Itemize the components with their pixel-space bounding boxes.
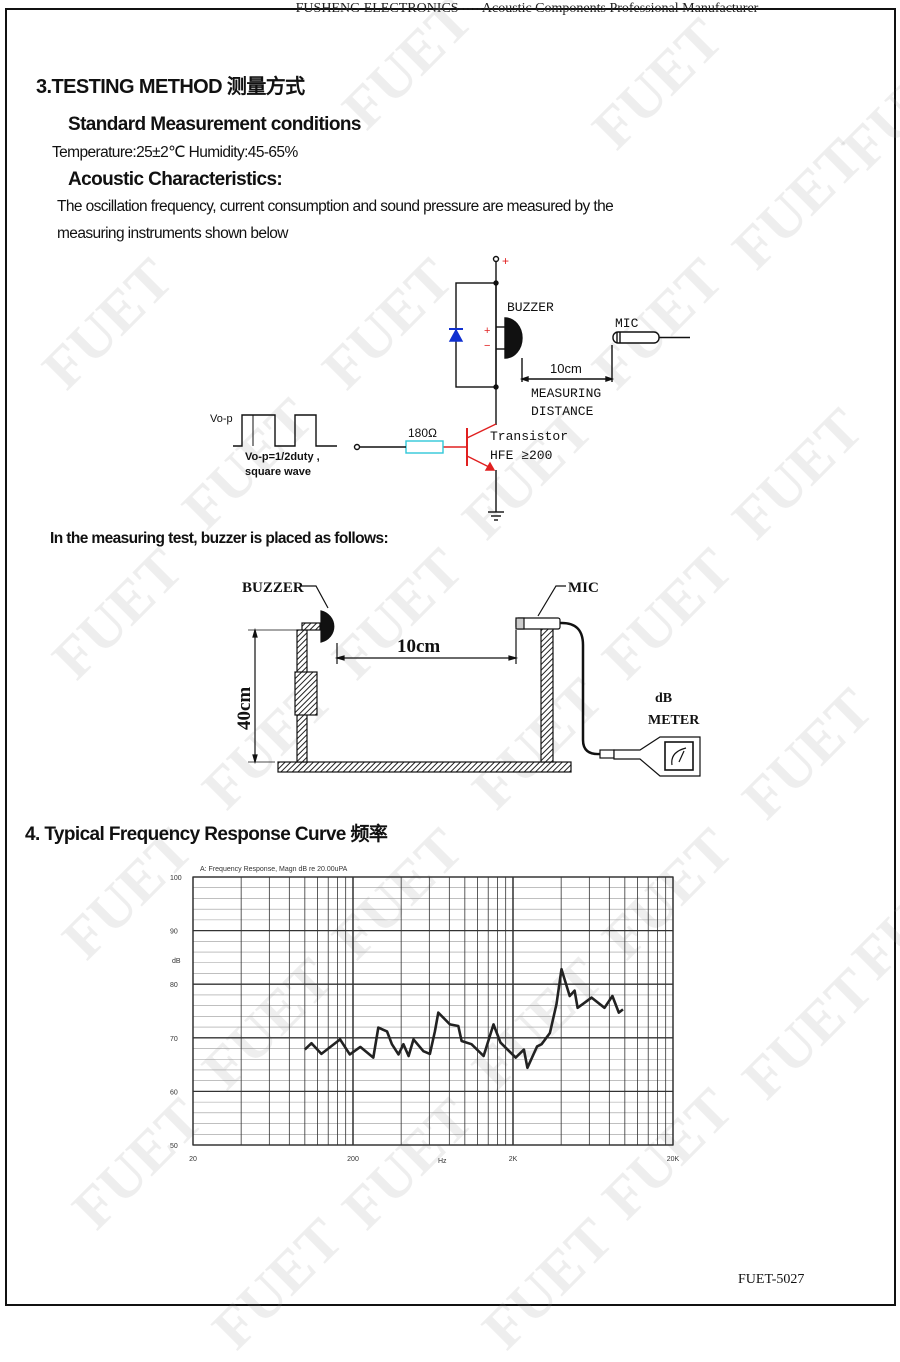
measuring-label: MEASURING (531, 386, 601, 401)
node (493, 384, 499, 390)
section-3-title: 3.TESTING METHOD 测量方式 (36, 76, 305, 98)
y-tick-label: 80 (170, 982, 178, 989)
mic-label: MIC (615, 316, 639, 331)
buzzer-plus: + (484, 325, 490, 337)
acoustic-paragraph-line-1: The oscillation frequency, current consu… (57, 198, 614, 215)
node (493, 280, 499, 286)
transistor-label: Transistor (490, 429, 568, 444)
y-tick-label: 90 (170, 929, 178, 936)
response-curve (303, 967, 624, 1070)
setup-mic-label: MIC (568, 580, 599, 596)
meter-label-1: dB (655, 691, 672, 706)
base-plate (277, 761, 572, 773)
db-meter (599, 736, 701, 777)
diode-symbol (448, 328, 464, 342)
supply-plus: + (502, 254, 509, 268)
section-4-title: 4. Typical Frequency Response Curve 频率 (25, 824, 388, 845)
standard-conditions-heading: Standard Measurement conditions (68, 114, 361, 135)
page-header: FUSHENG ELECTRONICS-----Acoustic Compone… (295, 1, 759, 16)
x-tick-label: 2K (509, 1156, 518, 1163)
wave-description-1: Vo-p=1/2duty , (245, 451, 320, 463)
x-tick-label: 20K (667, 1156, 680, 1163)
resistor-symbol (405, 440, 444, 454)
buzzer-dome (320, 610, 335, 643)
setup-distance-value: 10cm (397, 636, 440, 657)
setup-buzzer-label: BUZZER (242, 580, 304, 596)
chart-title: A: Frequency Response, Magn dB re 20.00u… (200, 866, 348, 873)
mic-cable (559, 621, 601, 756)
acoustic-heading: Acoustic Characteristics: (68, 169, 283, 190)
x-tick-label: 200 (347, 1156, 359, 1163)
height-value: 40cm (234, 687, 255, 730)
x-tick-label: 20 (189, 1156, 197, 1163)
supply-terminal (492, 255, 500, 263)
input-terminal (353, 443, 361, 451)
distance-label: DISTANCE (531, 404, 594, 419)
diagrams: + + − BUZZER 10cm MEASURING DISTANCE MIC (170, 254, 701, 1165)
document-code: FUET-5027 (738, 1272, 805, 1287)
frequency-response-chart: A: Frequency Response, Magn dB re 20.00u… (170, 866, 680, 1165)
wave-description-2: square wave (245, 466, 311, 478)
y-tick-label: 100 (170, 875, 182, 882)
placement-diagram: BUZZER 40cm 10cm MIC dB METER (234, 580, 701, 777)
placement-text: In the measuring test, buzzer is placed … (50, 530, 389, 547)
measurement-conditions: Temperature:25±2℃ Humidity:45-65% (52, 144, 298, 161)
vop-label: Vo-p (210, 413, 233, 425)
y-tick-label: 60 (170, 1089, 178, 1096)
right-post (540, 627, 554, 763)
buzzer-label: BUZZER (507, 300, 554, 315)
plot-border (192, 876, 674, 1146)
mic-symbol (612, 331, 690, 344)
buzzer-symbol (504, 317, 523, 359)
y-tick-label: 50 (170, 1143, 178, 1150)
ground-icon (488, 511, 504, 521)
distance-value: 10cm (550, 361, 582, 376)
x-axis-label: Hz (438, 1158, 447, 1165)
y-axis-label: dB (172, 958, 181, 965)
transistor-symbol (443, 423, 497, 471)
hfe-label: HFE ≥200 (490, 448, 552, 463)
page-frame: FUSHENG ELECTRONICS-----Acoustic Compone… (5, 1, 896, 1306)
meter-label-2: METER (648, 713, 700, 728)
circuit-diagram: + + − BUZZER 10cm MEASURING DISTANCE MIC (210, 254, 690, 521)
buzzer-minus: − (484, 340, 490, 352)
y-tick-label: 70 (170, 1036, 178, 1043)
resistor-value: 180Ω (408, 426, 437, 440)
square-wave-symbol (233, 414, 337, 447)
acoustic-paragraph-line-2: measuring instruments shown below (57, 225, 289, 242)
